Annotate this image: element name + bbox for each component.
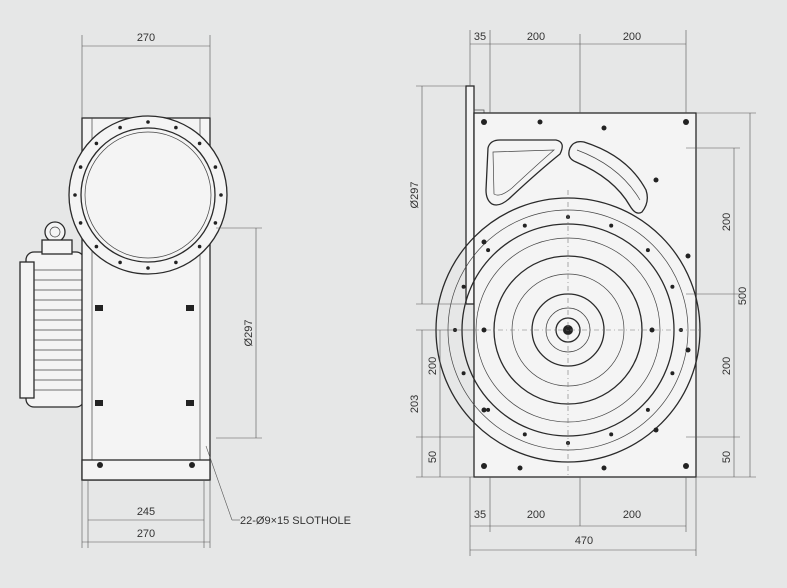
inlet-flange	[68, 115, 228, 275]
dim-right-500: 500	[737, 287, 749, 305]
dim-label-top-270: 270	[137, 32, 155, 44]
dim-top-35: 35	[474, 31, 486, 43]
flange-bolt-hole	[94, 244, 99, 249]
ring-bolt-hole	[461, 371, 466, 376]
flange-bolt-hole	[213, 221, 218, 225]
flange-bolt-hole	[146, 266, 150, 270]
motor	[19, 221, 85, 408]
flange-bolt-hole	[197, 244, 202, 249]
ring-bolt-hole	[670, 284, 675, 289]
flange-bolt-hole	[78, 165, 83, 169]
slot-left	[485, 139, 563, 206]
dim-bottom-35: 35	[474, 509, 486, 521]
front-plate	[473, 112, 697, 478]
dim-bottom-right: 35 200 200 470	[469, 477, 697, 556]
slothole-note: 22-Ø9×15 SLOTHOLE	[240, 515, 351, 527]
lifting-eye	[44, 221, 66, 243]
slot-right	[568, 140, 648, 214]
flange-bolt-hole	[213, 165, 218, 169]
right-view: 35 200 200 35 200 200 470 Ø297	[409, 30, 756, 556]
dim-top-200-a: 200	[527, 31, 545, 43]
ring-bolt-hole	[645, 407, 650, 412]
flange-bolt-hole	[118, 260, 122, 265]
flange-bolt-hole	[78, 221, 83, 225]
ring-bolt-hole	[609, 223, 614, 228]
ring-bolt-hole	[522, 223, 527, 228]
dim-left-200: 200	[427, 357, 439, 375]
dim-right-200-a: 200	[721, 213, 733, 231]
dim-top-right: 35 200 200	[469, 30, 687, 113]
flange-bolt-hole	[94, 141, 99, 146]
dim-right-right-view: 200 500 200 50	[686, 112, 756, 478]
flange-bolt-hole	[219, 193, 223, 197]
dim-top-270: 270	[81, 32, 211, 118]
ring-bolt-hole	[609, 432, 614, 437]
ring-bolt-hole	[461, 284, 466, 289]
flange-bolt-hole	[146, 120, 150, 124]
dim-top-200-b: 200	[623, 31, 641, 43]
dim-bottom-left: 245 270	[81, 480, 211, 548]
flange-bolt-hole	[118, 125, 122, 130]
dim-bottom-200-b: 200	[623, 509, 641, 521]
flange-bolt-hole	[174, 260, 178, 265]
ring-bolt-hole	[486, 248, 491, 253]
left-view: 270 Ø297 245 270 22-Ø9×15 SLOTHOLE	[19, 32, 351, 548]
ring-bolt-hole	[670, 371, 675, 376]
dim-label-diameter-left: Ø297	[243, 320, 255, 347]
plate-holes	[481, 119, 691, 471]
dim-label-245: 245	[137, 506, 155, 518]
dim-right-50: 50	[721, 451, 733, 463]
ring-bolt-hole	[522, 432, 527, 437]
dim-label-bottom-270: 270	[137, 528, 155, 540]
slothole-callout: 22-Ø9×15 SLOTHOLE	[205, 445, 351, 527]
dim-left-diameter: Ø297	[409, 182, 421, 209]
flange-bolt-hole	[197, 141, 202, 146]
dim-right-200-b: 200	[721, 357, 733, 375]
ring-bolt-hole	[486, 407, 491, 412]
dim-bottom-200-a: 200	[527, 509, 545, 521]
ring-bolt-hole	[645, 248, 650, 253]
dim-left-right-view: Ø297 200 203 50	[409, 85, 474, 478]
dim-left-50: 50	[427, 451, 439, 463]
dim-bottom-470: 470	[575, 535, 593, 547]
flange-bolt-hole	[174, 125, 178, 130]
dim-diameter-left: Ø297	[216, 227, 262, 439]
flange-bolt-hole	[73, 193, 77, 197]
dim-left-203: 203	[409, 395, 421, 413]
